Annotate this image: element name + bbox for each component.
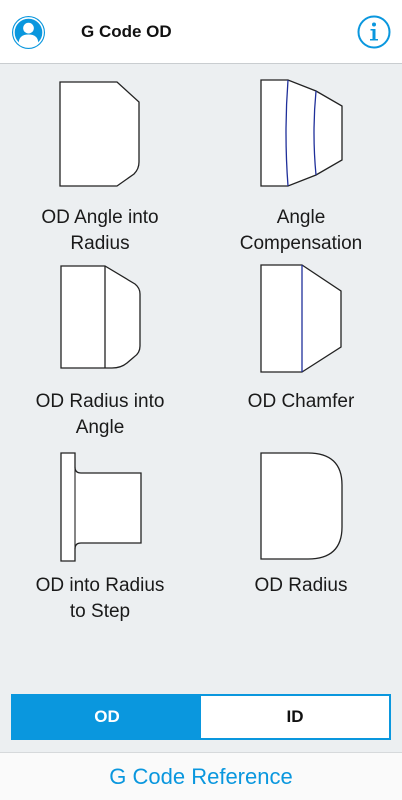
page-title: G Code OD	[81, 22, 172, 41]
app-header: G Code OD	[0, 0, 402, 64]
tile-label: Angle Compensation	[239, 207, 363, 254]
od-radius-into-angle-icon	[60, 265, 141, 369]
od-into-radius-to-step-icon	[60, 452, 142, 562]
od-id-toggle: OD ID	[11, 694, 391, 740]
user-avatar-icon[interactable]	[11, 15, 46, 50]
angle-compensation-icon	[260, 79, 343, 187]
tile-angle-compensation[interactable]: Angle Compensation	[201, 64, 401, 259]
toggle-id-button[interactable]: ID	[201, 696, 389, 738]
od-angle-into-radius-icon	[59, 81, 140, 187]
tile-od-radius[interactable]: OD Radius	[201, 447, 401, 633]
tile-od-angle-into-radius[interactable]: OD Angle into Radius	[0, 64, 200, 259]
tile-label: OD Angle into Radius	[41, 207, 159, 254]
info-icon[interactable]	[357, 15, 391, 49]
tile-od-chamfer[interactable]: OD Chamfer	[201, 259, 401, 447]
tile-label: OD Radius	[254, 575, 348, 596]
tile-label: OD Chamfer	[247, 391, 355, 412]
tile-label: OD into Radius to Step	[35, 575, 165, 622]
od-chamfer-icon	[260, 264, 342, 373]
tile-label: OD Radius into Angle	[35, 391, 165, 438]
footer-bar: G Code Reference	[0, 752, 402, 800]
tile-od-radius-into-angle[interactable]: OD Radius into Angle	[0, 259, 200, 447]
g-code-reference-link[interactable]: G Code Reference	[109, 763, 293, 789]
od-radius-icon	[260, 452, 343, 560]
tile-od-into-radius-to-step[interactable]: OD into Radius to Step	[0, 447, 200, 633]
toggle-od-button[interactable]: OD	[13, 696, 201, 738]
